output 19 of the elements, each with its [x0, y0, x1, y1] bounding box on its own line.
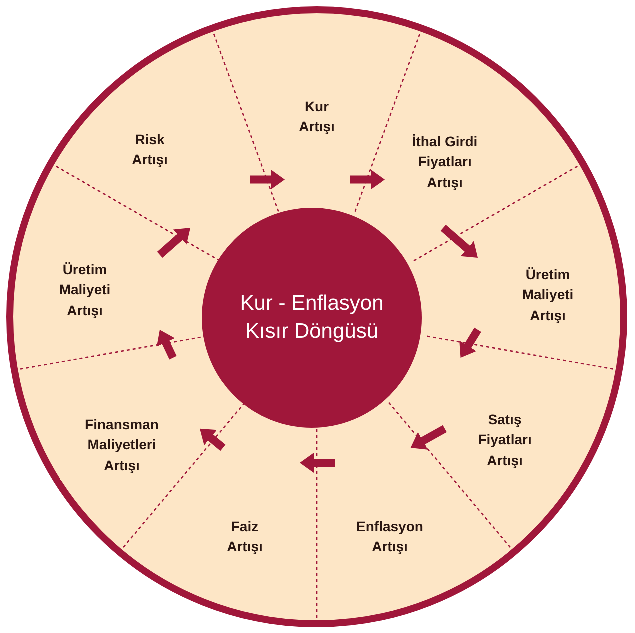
arrow	[250, 170, 285, 190]
center-title: Kur - Enflasyon Kısır Döngüsü	[239, 290, 385, 345]
segment-label: Finansman Maliyetleri Artışı	[84, 416, 160, 476]
segment-label: Risk Artışı	[131, 130, 169, 170]
segment-label: İthal Girdi Fiyatları Artışı	[411, 132, 479, 192]
arrow	[440, 224, 478, 258]
arrow	[460, 328, 482, 358]
arrow	[350, 170, 385, 190]
arrow	[200, 428, 226, 452]
arrow	[157, 228, 191, 258]
arrow	[156, 330, 177, 360]
segment-label: Enflasyon Artışı	[356, 518, 424, 557]
arrow	[300, 453, 335, 473]
segment-label: Faiz Artışı	[226, 518, 264, 557]
segment-label: Satış Fiyatları Artışı	[477, 410, 533, 470]
arrow	[410, 425, 447, 450]
segment-label: Üretim Maliyeti Artışı	[58, 260, 112, 320]
segment-label: Üretim Maliyeti Artışı	[521, 266, 575, 326]
segment-label: Kur Artışı	[298, 98, 336, 137]
